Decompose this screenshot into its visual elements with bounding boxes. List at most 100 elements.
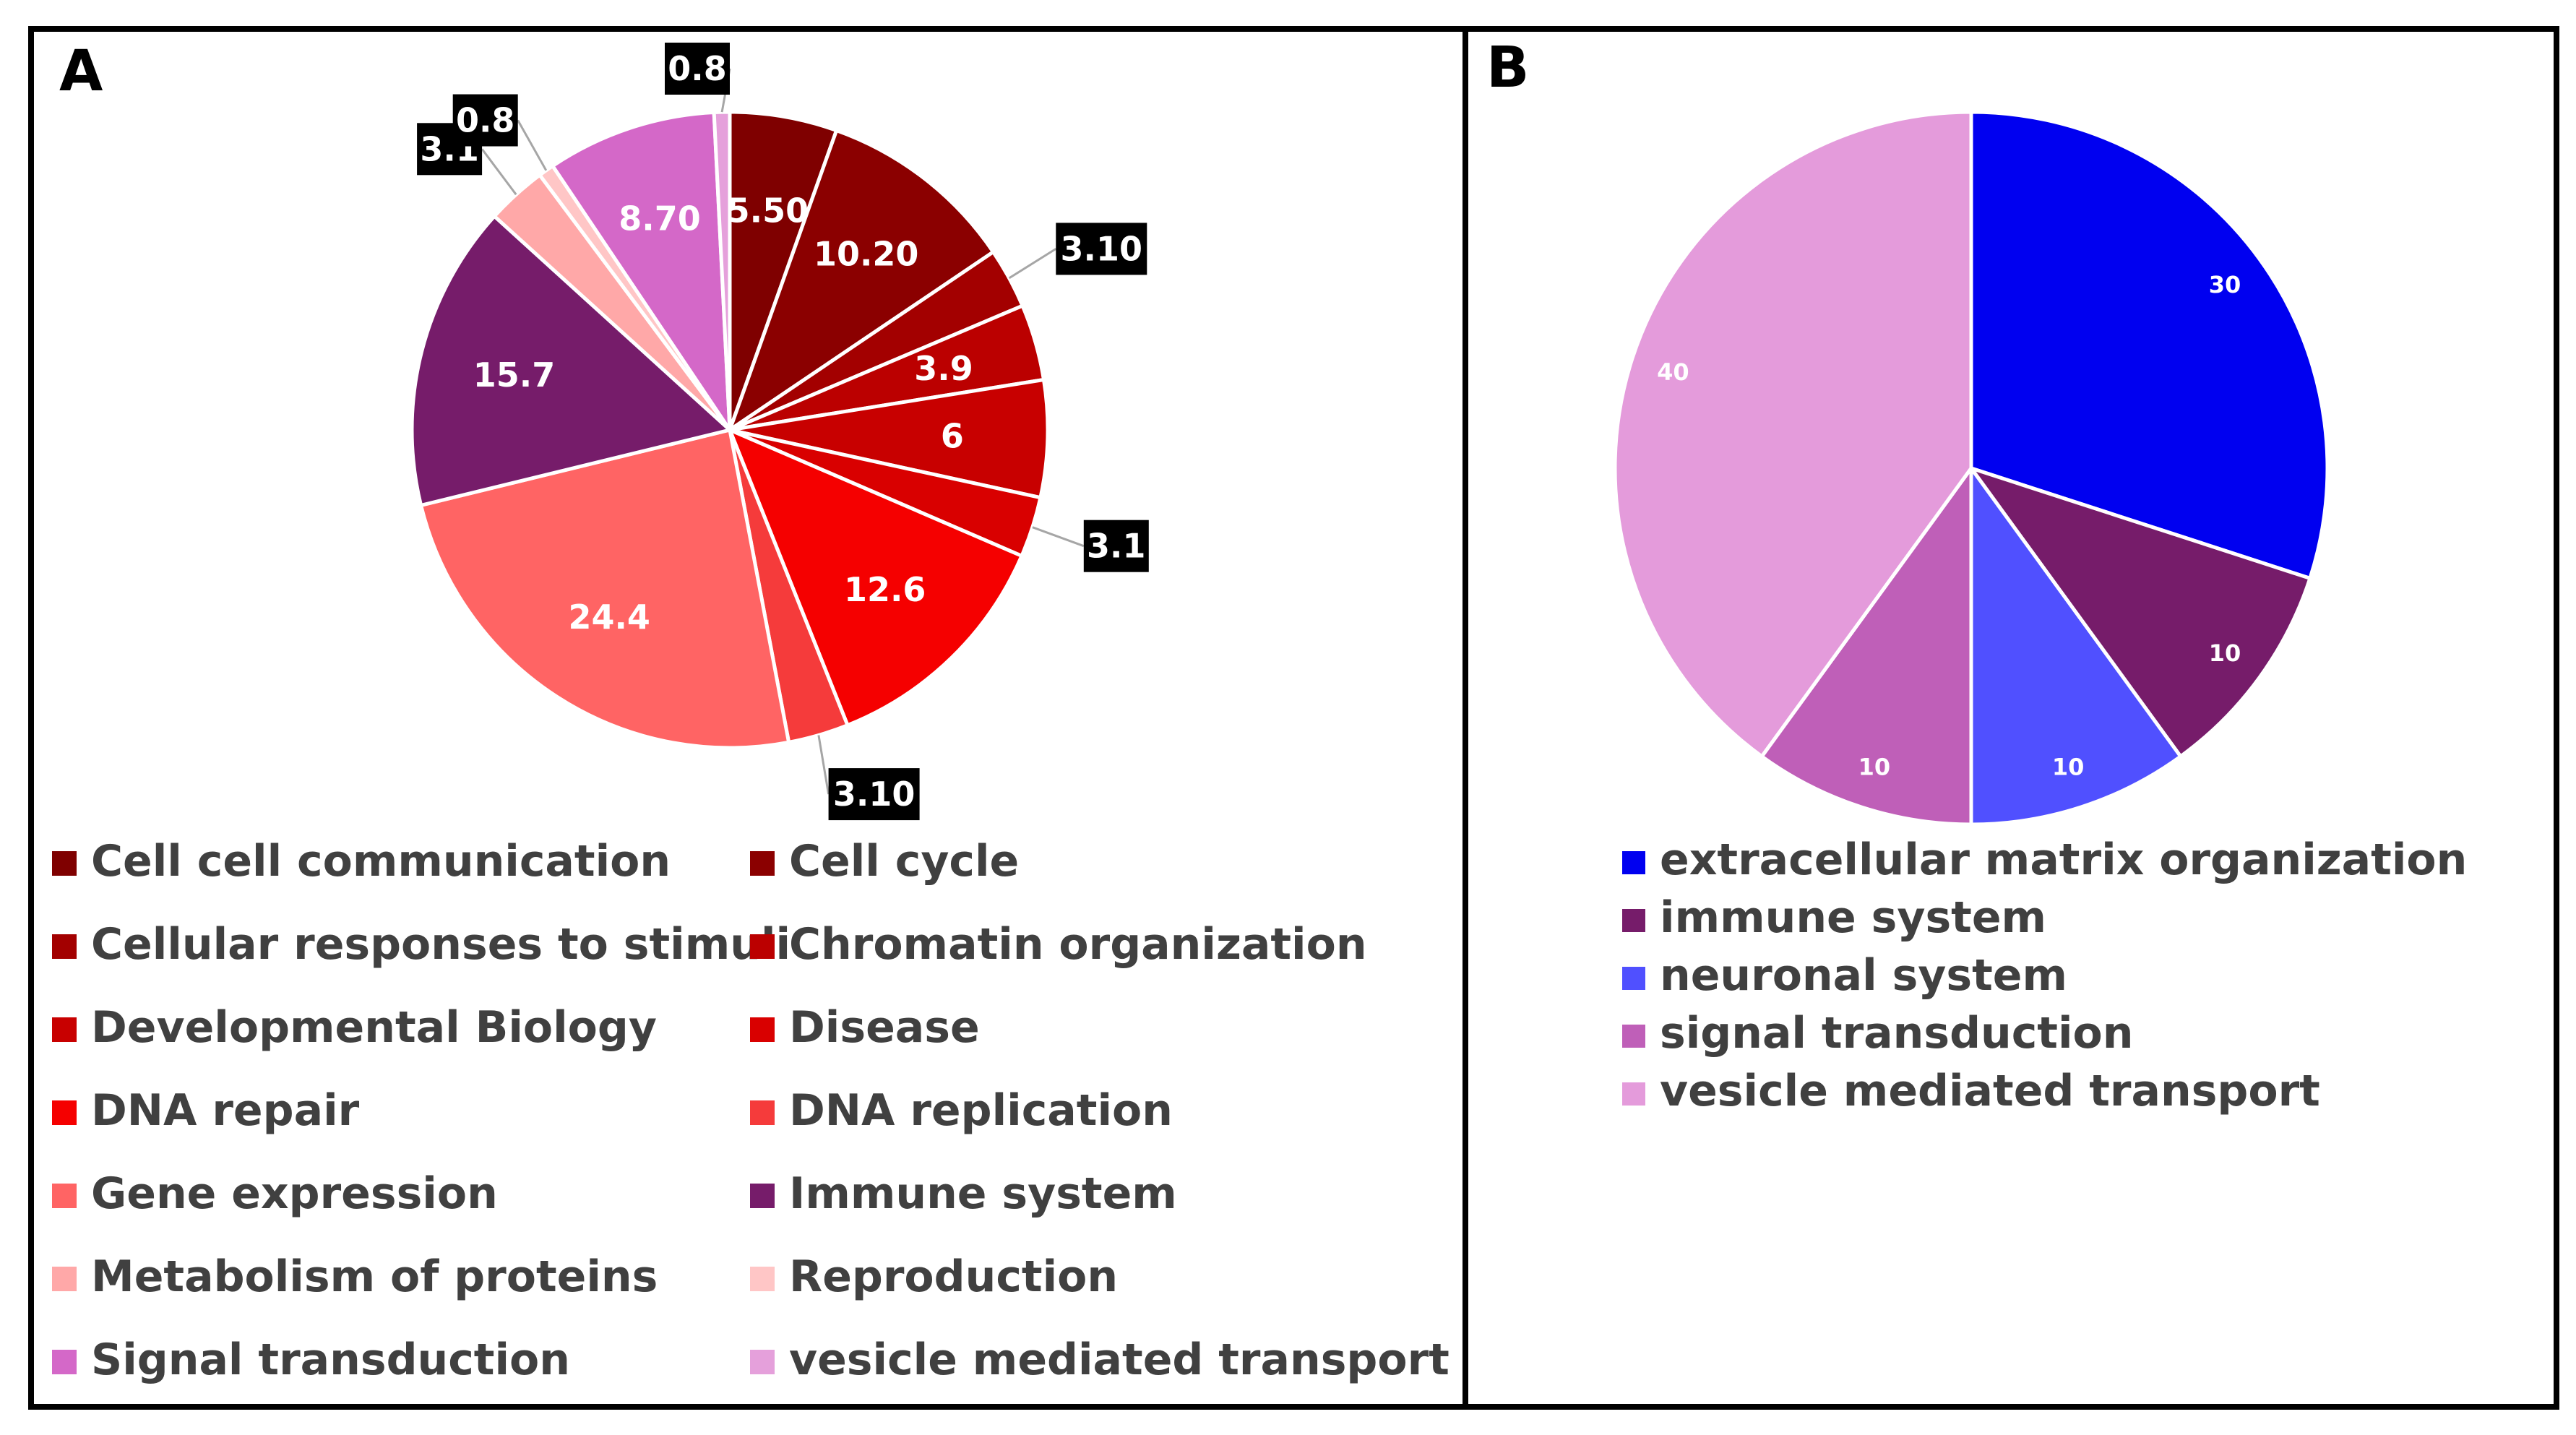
legend-b-label-signal-transduction: signal transduction	[1660, 1008, 2134, 1059]
callout-box-cellular-responses-to-stimuli	[1056, 223, 1147, 275]
callout-box-dna-replication	[828, 768, 920, 821]
slice-b-neuronal-system	[1969, 462, 2184, 827]
legend-a-item-disease: Disease	[750, 1002, 980, 1053]
legend-a: Cell cell communication Cell cycleCellula…	[52, 836, 1449, 1385]
callout-leader-metabolism-of-proteins	[481, 148, 517, 196]
slice-b-label-immune-system: 10	[2209, 639, 2241, 667]
legend-b-item-neuronal-system: neuronal system	[1622, 950, 2067, 1001]
legend-b-item-vesicle-mediated-transport: vesicle mediated transport	[1622, 1066, 2320, 1116]
slice-dna-repair	[726, 426, 1025, 728]
legend-b-swatch-neuronal-system	[1622, 967, 1645, 990]
legend-a-item-dna-replication: DNA replication	[750, 1085, 1173, 1136]
legend-a-item-vesicle-mediated-transport: vesicle mediated transport	[750, 1335, 1449, 1385]
legend-a-label-cell-cycle: Cell cycle	[789, 836, 1019, 887]
slice-b-label-neuronal-system: 10	[2052, 754, 2085, 781]
legend-b-swatch-signal-transduction	[1622, 1025, 1645, 1048]
legend-b-label-extracellular-matrix-organization: extracellular matrix organization	[1660, 835, 2467, 885]
legend-a-label-dna-replication: DNA replication	[789, 1085, 1173, 1136]
legend-a-label-reproduction: Reproduction	[789, 1251, 1118, 1302]
callout-leader-dna-replication	[817, 735, 830, 795]
slice-label-gene-expression: 24.4	[568, 598, 650, 637]
panel-b-frame	[1463, 26, 2559, 1410]
legend-a-swatch-dna-replication	[750, 1100, 775, 1125]
legend-a-label-signal-transduction: Signal transduction	[91, 1335, 570, 1385]
slice-label-chromatin-organization: 3.9	[914, 349, 973, 388]
legend-a-item-developmental-biology: Developmental Biology	[52, 1002, 657, 1053]
callout-label-cellular-responses-to-stimuli: 3.10	[1061, 229, 1143, 268]
legend-a-label-cellular-responses-to-stimuli: Cellular responses to stimuli	[91, 919, 791, 970]
legend-a-label-gene-expression: Gene expression	[91, 1168, 498, 1219]
callout-label-reproduction: 0.8	[456, 101, 515, 140]
slice-label-dna-repair: 12.6	[844, 570, 926, 609]
legend-a-swatch-cell-cycle	[750, 851, 775, 876]
legend-a-item-gene-expression: Gene expression	[52, 1168, 498, 1219]
slice-signal-transduction	[550, 110, 732, 436]
legend-b-swatch-vesicle-mediated-transport	[1622, 1082, 1645, 1106]
callout-leader-cellular-responses-to-stimuli	[1008, 248, 1057, 280]
slice-b-extracellular-matrix-organization	[1969, 110, 2330, 581]
legend-b-item-immune-system: immune system	[1622, 892, 2046, 943]
panel-a-letter: A	[59, 39, 103, 104]
legend-a-label-immune-system: Immune system	[789, 1168, 1177, 1219]
slice-gene-expression	[418, 427, 791, 750]
panel-b: B 30 10 10 10 40 extracellular matrix organi…	[1463, 26, 2559, 1410]
legend-b: extracellular matrix organization immune …	[1622, 835, 2467, 1116]
legend-b-swatch-immune-system	[1622, 909, 1645, 932]
legend-b-label-immune-system: immune system	[1660, 892, 2046, 943]
callout-box-reproduction	[452, 94, 518, 147]
legend-a-item-dna-repair: DNA repair	[52, 1085, 360, 1136]
slice-label-immune-system: 15.7	[473, 355, 556, 395]
slice-b-immune-system	[1966, 465, 2313, 759]
legend-a-swatch-gene-expression	[52, 1184, 77, 1208]
legend-a-item-cell-cell-communication: Cell cell communication	[52, 836, 671, 887]
callout-label-disease: 3.1	[1087, 527, 1146, 566]
slice-cell-cycle	[726, 128, 996, 435]
legend-a-label-vesicle-mediated-transport: vesicle mediated transport	[789, 1335, 1449, 1385]
slice-label-cell-cycle: 10.20	[814, 235, 919, 274]
slice-label-cell-cell-communication: 5.50	[727, 191, 809, 230]
callout-leader-disease	[1032, 526, 1085, 548]
legend-b-item-signal-transduction: signal transduction	[1622, 1008, 2134, 1059]
legend-a-item-reproduction: Reproduction	[750, 1251, 1118, 1302]
callout-box-vesicle-mediated-transport	[665, 43, 730, 95]
legend-a-item-signal-transduction: Signal transduction	[52, 1335, 570, 1385]
callout-label-vesicle-mediated-transport: 0.8	[668, 49, 727, 88]
slice-vesicle-mediated-transport	[712, 110, 732, 431]
slice-b-label-vesicle-mediated-transport: 40	[1657, 358, 1689, 386]
legend-a-label-cell-cell-communication: Cell cell communication	[91, 836, 671, 887]
legend-a-swatch-metabolism-of-proteins	[52, 1267, 77, 1291]
legend-a-label-dna-repair: DNA repair	[91, 1085, 360, 1136]
legend-a-swatch-vesicle-mediated-transport	[750, 1350, 775, 1374]
slice-b-label-extracellular-matrix-organization: 30	[2209, 271, 2241, 298]
legend-a-label-metabolism-of-proteins: Metabolism of proteins	[91, 1251, 658, 1302]
legend-a-item-chromatin-organization: Chromatin organization	[750, 919, 1367, 970]
legend-b-label-neuronal-system: neuronal system	[1660, 950, 2067, 1001]
legend-a-swatch-signal-transduction	[52, 1350, 77, 1374]
slice-b-vesicle-mediated-transport	[1613, 110, 1973, 759]
legend-a-swatch-developmental-biology	[52, 1017, 77, 1042]
legend-a-item-metabolism-of-proteins: Metabolism of proteins	[52, 1251, 658, 1302]
legend-a-label-disease: Disease	[789, 1002, 980, 1053]
panel-b-letter: B	[1486, 35, 1529, 100]
slice-label-signal-transduction: 8.70	[619, 199, 701, 238]
callout-box-disease	[1083, 520, 1149, 572]
legend-a-label-chromatin-organization: Chromatin organization	[789, 919, 1367, 970]
slice-developmental-biology	[729, 377, 1050, 500]
callout-leader-reproduction	[517, 119, 548, 171]
slice-immune-system	[410, 213, 734, 508]
pie-b: 30 10 10 10 40	[1613, 110, 2330, 827]
slice-label-developmental-biology: 6	[941, 417, 964, 456]
legend-a-item-cell-cycle: Cell cycle	[750, 836, 1019, 887]
legend-a-swatch-dna-repair	[52, 1100, 77, 1125]
slice-b-label-signal-transduction: 10	[1858, 754, 1891, 781]
legend-a-swatch-immune-system	[750, 1184, 775, 1208]
legend-a-item-cellular-responses-to-stimuli: Cellular responses to stimuli	[52, 919, 791, 970]
legend-a-item-immune-system: Immune system	[750, 1168, 1177, 1219]
legend-a-swatch-chromatin-organization	[750, 934, 775, 959]
pie-a: 5.5010.203.9612.624.415.78.703.103.13.10…	[410, 43, 1149, 821]
legend-a-swatch-cell-cell-communication	[52, 851, 77, 876]
legend-b-swatch-extracellular-matrix-organization	[1622, 851, 1645, 874]
panel-a: A 5.5010.203.9612.624.415.78.703.103.13.…	[28, 26, 1468, 1410]
slice-b-signal-transduction	[1759, 462, 1973, 827]
